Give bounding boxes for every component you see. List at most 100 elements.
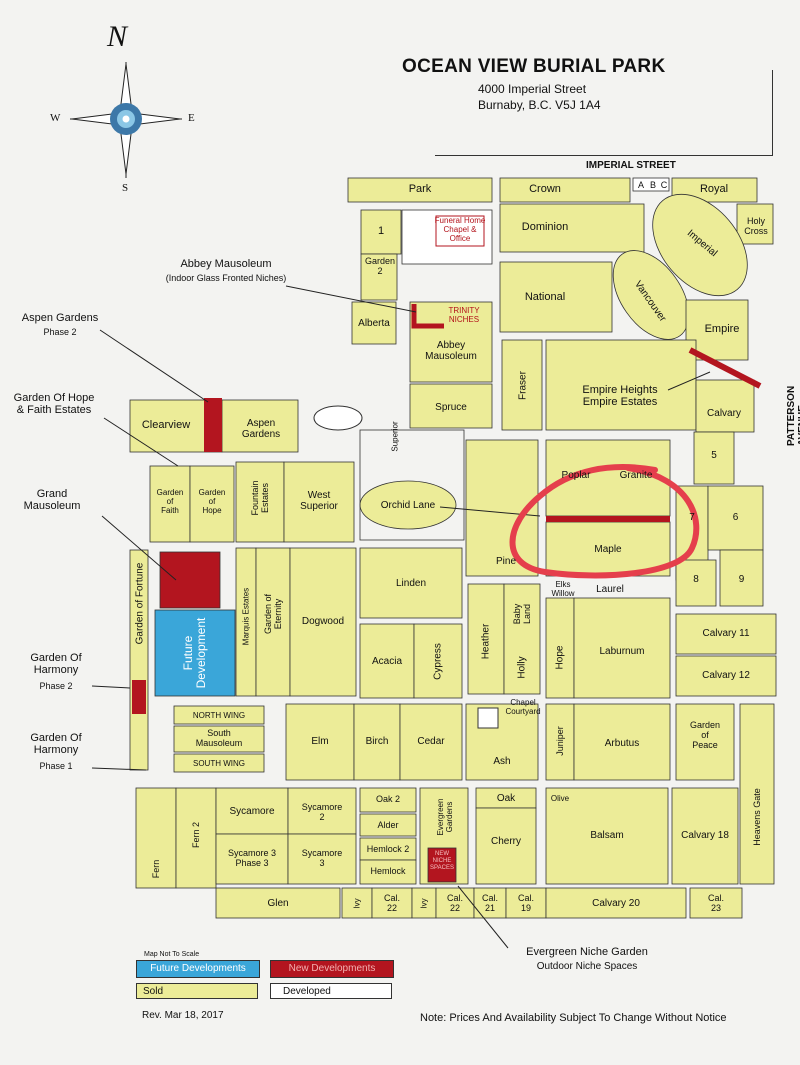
- section-cypress: Cypress: [432, 643, 444, 680]
- section-garden-of-hope: Garden of Hope: [198, 488, 226, 515]
- section-fern: Fern: [151, 859, 161, 879]
- callout-abbey-sub: (Indoor Glass Fronted Niches): [165, 273, 287, 283]
- section-national: National: [524, 291, 566, 303]
- section-elm: Elm: [311, 736, 329, 747]
- section-maple: Maple: [594, 544, 622, 555]
- compass-north: N: [107, 20, 128, 53]
- empire-heights-new: [688, 347, 762, 389]
- section-oak: Oak: [496, 793, 516, 804]
- compass-east: E: [188, 112, 195, 124]
- callout-harmony-1-title: Garden Of Harmony: [30, 732, 82, 756]
- section-laurel: Laurel: [596, 584, 624, 595]
- maple-new-strip: [546, 516, 670, 522]
- section-sycamore-2: Sycamore 2: [301, 802, 343, 822]
- section-ash: Ash: [493, 756, 511, 767]
- section-clearview: Clearview: [141, 419, 191, 431]
- section-sycamore: Sycamore: [229, 806, 275, 817]
- legend-sold: Sold: [136, 983, 258, 999]
- funeral-home-building-icon: [435, 215, 485, 247]
- callout-harmony-2-sub: Phase 2: [39, 681, 73, 691]
- chapel-courtyard-icon: [477, 707, 499, 729]
- section-fern-2: Fern 2: [191, 822, 201, 849]
- section-heavens-gate: Heavens Gate: [752, 788, 762, 846]
- section-arbutus: Arbutus: [604, 738, 640, 749]
- section-alberta: Alberta: [358, 318, 390, 329]
- compass-rose-icon: [70, 62, 182, 178]
- compass-west: W: [50, 112, 61, 124]
- section-cal-21: Cal. 21: [481, 893, 498, 913]
- section-baby-land: Baby Land: [512, 603, 532, 625]
- section-a: A: [637, 180, 644, 190]
- callout-evergreen-title: Evergreen Niche Garden: [526, 946, 648, 958]
- callout-evergreen-sub: Outdoor Niche Spaces: [536, 961, 638, 972]
- callout-harmony-1-sub: Phase 1: [39, 761, 73, 771]
- section-orchid-lane: Orchid Lane: [380, 500, 436, 511]
- section-7: 7: [689, 512, 695, 523]
- future-development-area: [154, 609, 236, 697]
- harmony-phase2-new: [132, 680, 146, 714]
- section-sycamore-3-phase-3: Sycamore 3 Phase 3: [227, 848, 277, 868]
- section-calvary-18: Calvary 18: [681, 830, 729, 841]
- section-alder: Alder: [377, 820, 399, 830]
- section-evergreen-gardens: Evergreen Gardens: [436, 798, 454, 836]
- section-dominion: Dominion: [521, 221, 569, 233]
- section-new-niche-spaces: NEW NICHE SPACES: [430, 851, 454, 871]
- section-south-wing: SOUTH WING: [193, 759, 245, 768]
- legend-developed: Developed: [270, 983, 392, 999]
- callout-hope-faith: Garden Of Hope & Faith Estates: [13, 392, 95, 416]
- section-future-development: Future Development: [181, 617, 208, 689]
- callout-aspen-sub: Phase 2: [43, 327, 77, 337]
- section-heather: Heather: [480, 623, 492, 660]
- section-dogwood: Dogwood: [301, 616, 345, 627]
- section-cherry: Cherry: [490, 836, 521, 847]
- legend-future-developments: Future Developments: [136, 960, 260, 978]
- price-note: Note: Prices And Availability Subject To…: [420, 1012, 727, 1024]
- section-garden-of-peace: Garden of Peace: [689, 720, 721, 750]
- street-patterson: PATTERSON AVENUE: [786, 385, 800, 446]
- section-balsam: Balsam: [590, 830, 624, 841]
- section-garden-of-faith: Garden of Faith: [156, 488, 184, 515]
- section-1: 1: [377, 225, 385, 237]
- section-6: 6: [732, 512, 739, 523]
- section-aspen-gardens: Aspen Gardens: [241, 418, 281, 440]
- section-cal-19: Cal. 19: [517, 893, 534, 913]
- section-funeral-home: Funeral Home Chapel & Office: [434, 216, 486, 243]
- aspen-phase2-new: [204, 398, 222, 452]
- section-birch: Birch: [365, 736, 389, 747]
- section-hemlock: Hemlock: [370, 866, 406, 876]
- section-cedar: Cedar: [417, 736, 445, 747]
- section-fountain-estates: Fountain Estates: [250, 480, 270, 516]
- section-cal-22: Cal. 22: [383, 893, 400, 913]
- section-abbey-mausoleum: Abbey Mausoleum: [425, 340, 477, 362]
- section-ivy: Ivy: [352, 898, 362, 909]
- section-chapel-courtyard: Chapel Courtyard: [505, 698, 541, 716]
- section-garden-of-fortune: Garden of Fortune: [134, 562, 146, 645]
- revision-date: Rev. Mar 18, 2017: [142, 1010, 224, 1021]
- grand-mausoleum-new: [159, 551, 221, 609]
- callout-abbey-title: Abbey Mausoleum: [180, 258, 272, 270]
- section-sycamore-3: Sycamore 3: [301, 848, 343, 868]
- section-cal-23: Cal. 23: [707, 893, 724, 913]
- section-holy-cross: Holy Cross: [744, 216, 768, 236]
- section-b: B: [649, 180, 656, 190]
- section-granite: Granite: [619, 470, 653, 481]
- section-calvary-20: Calvary 20: [592, 898, 640, 909]
- legend-new-developments: New Developments: [270, 960, 394, 978]
- section-5: 5: [711, 450, 717, 461]
- section-oak-2: Oak 2: [375, 794, 400, 804]
- section-fraser: Fraser: [517, 371, 529, 400]
- section-calvary-11: Calvary 11: [702, 628, 750, 639]
- street-imperial: IMPERIAL STREET: [586, 160, 676, 171]
- section-crown: Crown: [529, 183, 561, 195]
- section-pine: Pine: [495, 556, 516, 567]
- section-c: C: [660, 180, 668, 190]
- map-sections: [129, 177, 777, 919]
- section-west-superior: West Superior: [300, 490, 338, 512]
- section-ivy-2: Ivy: [419, 898, 429, 909]
- section-acacia: Acacia: [371, 656, 402, 667]
- callout-empire-heights: Empire Heights Empire Estates: [582, 384, 658, 408]
- section-royal: Royal: [699, 183, 729, 195]
- section-marquis-estates: Marquis Estates: [241, 587, 251, 646]
